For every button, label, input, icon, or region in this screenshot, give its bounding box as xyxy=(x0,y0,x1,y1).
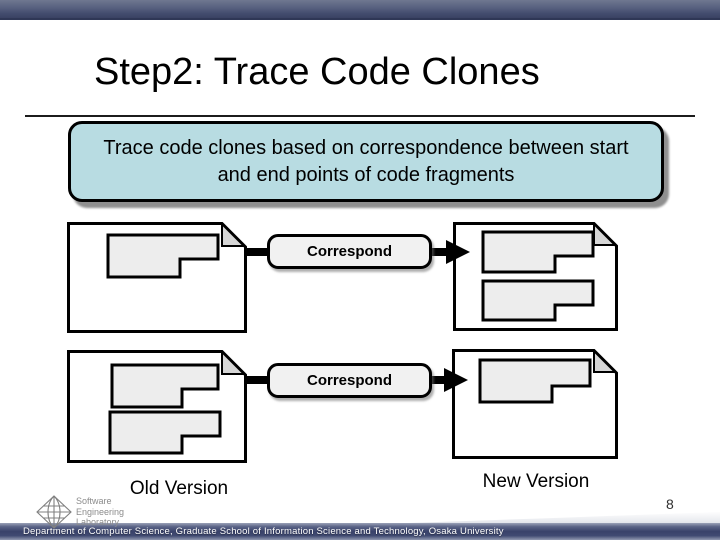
document-icon xyxy=(67,350,247,463)
lab-logo-text: Software Engineering Laboratory xyxy=(76,496,124,528)
correspond-label: Correspond xyxy=(306,372,392,389)
folded-corner-icon xyxy=(221,350,247,375)
page-number: 8 xyxy=(666,496,674,512)
footer-text: Department of Computer Science, Graduate… xyxy=(23,526,504,537)
old-version-doc-top xyxy=(67,222,247,333)
lab-logo: Software Engineering Laboratory xyxy=(36,495,124,529)
code-fragment-shape xyxy=(481,230,595,274)
old-version-doc-bottom xyxy=(67,350,247,463)
arrow-right-icon xyxy=(444,368,468,392)
correspond-badge: Correspond xyxy=(267,234,432,269)
page-title: Step2: Trace Code Clones xyxy=(94,51,540,93)
code-fragment-shape xyxy=(106,233,220,279)
code-fragment-shape xyxy=(481,279,595,322)
new-version-label: New Version xyxy=(482,471,590,492)
document-icon xyxy=(453,222,618,331)
lab-logo-icon xyxy=(36,495,72,529)
old-version-label: Old Version xyxy=(129,478,229,499)
code-fragment-shape xyxy=(478,358,592,404)
document-icon xyxy=(452,349,618,459)
folded-corner-icon xyxy=(221,222,247,247)
logo-line: Software xyxy=(76,496,112,507)
footer-bar: Department of Computer Science, Graduate… xyxy=(0,523,720,540)
code-fragment-shape xyxy=(110,363,220,409)
callout-box: Trace code clones based on correspondenc… xyxy=(68,121,664,202)
new-version-doc-top xyxy=(453,222,618,331)
code-fragment-shape xyxy=(108,410,222,455)
folded-corner-icon xyxy=(593,349,618,373)
arrow-right-icon xyxy=(446,240,470,264)
correspond-label: Correspond xyxy=(306,243,392,260)
document-icon xyxy=(67,222,247,333)
correspond-badge: Correspond xyxy=(267,363,432,398)
title-underline xyxy=(25,115,695,117)
new-version-doc-bottom xyxy=(452,349,618,459)
top-bar xyxy=(0,0,720,20)
folded-corner-icon xyxy=(593,222,618,246)
logo-line: Engineering xyxy=(76,506,125,517)
callout-text: Trace code clones based on correspondenc… xyxy=(103,136,629,186)
logo-line: Laboratory xyxy=(76,517,120,528)
